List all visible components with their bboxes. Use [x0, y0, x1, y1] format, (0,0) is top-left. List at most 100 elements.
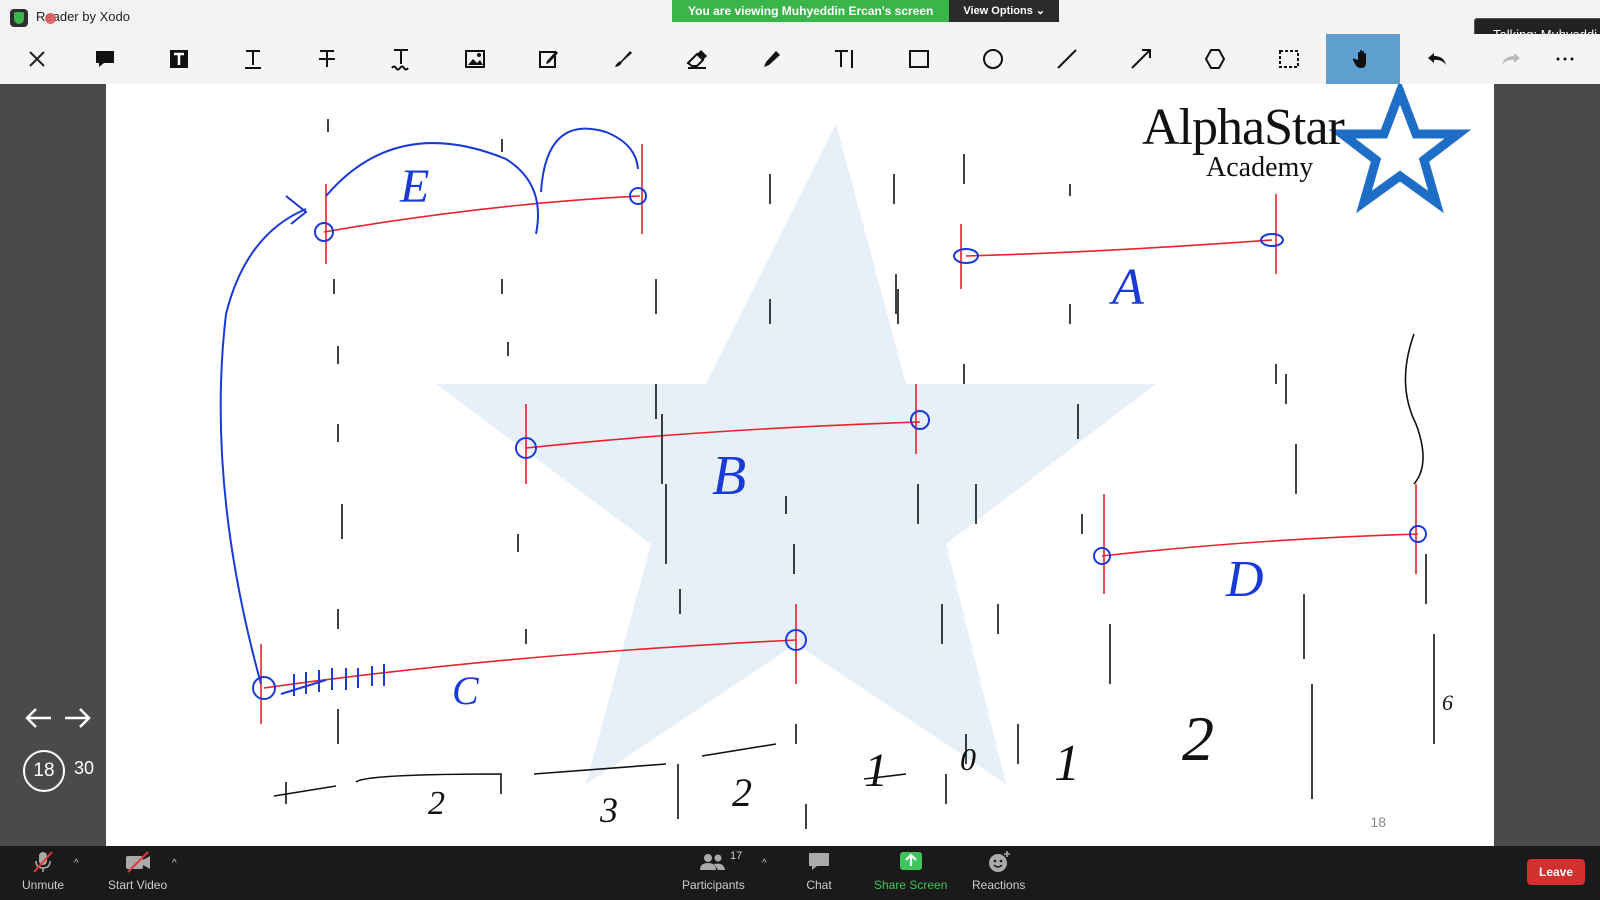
endpoint [314, 222, 334, 242]
number-label: 6 [1442, 690, 1453, 715]
audio-options-caret-icon[interactable]: ^ [74, 858, 79, 869]
start-video-button[interactable]: Start Video [108, 850, 167, 892]
share-screen-label: Share Screen [874, 878, 948, 892]
share-screen-button[interactable]: Share Screen [874, 850, 947, 892]
text-underline-icon [245, 50, 261, 69]
redo-button[interactable] [1474, 34, 1548, 84]
whiteboard-drawing: E A B D C 2 3 2 1 0 1 2 6 [219, 84, 1472, 830]
close-tool-button[interactable] [0, 34, 74, 84]
pen-icon [615, 51, 632, 67]
number-label: 1 [1054, 735, 1080, 792]
endpoint [515, 437, 537, 459]
label-e: E [399, 160, 429, 213]
endpoint [1409, 525, 1427, 543]
unmute-label: Unmute [22, 878, 65, 892]
text-squiggly-tool-button[interactable] [364, 34, 438, 84]
logo-wordmark: AlphaStar [1142, 99, 1345, 156]
more-button[interactable] [1528, 34, 1600, 84]
view-options-label: View Options [963, 5, 1033, 17]
polygon-tool-button[interactable] [1178, 34, 1252, 84]
undo-button[interactable] [1400, 34, 1474, 84]
window-title: Reader by Xodo [36, 9, 130, 24]
participants-icon [700, 854, 726, 870]
signature-icon [539, 51, 558, 68]
label-b: B [712, 445, 746, 507]
number-label: 0 [960, 741, 976, 777]
label-d: D [1225, 551, 1264, 608]
ellipse-icon [983, 49, 1003, 69]
image-icon [465, 50, 485, 68]
selection-tool-button[interactable] [1252, 34, 1326, 84]
start-video-label: Start Video [108, 878, 168, 892]
rectangle-tool-button[interactable] [882, 34, 956, 84]
hand-icon [1352, 50, 1366, 68]
unmute-button[interactable]: Unmute [22, 850, 64, 892]
chat-icon [809, 853, 829, 870]
next-page-button[interactable] [60, 700, 96, 736]
number-label: 2 [1182, 703, 1214, 774]
line-icon [1057, 49, 1077, 69]
share-banner: You are viewing Muhyeddin Ercan's screen… [672, 0, 1060, 22]
logo-star-icon [1328, 84, 1472, 214]
comment-icon [96, 51, 114, 67]
previous-page-button[interactable] [20, 700, 56, 736]
participants-count: 17 [730, 850, 743, 862]
number-label: 1 [864, 744, 888, 797]
endpoint [785, 629, 807, 651]
muted-microphone-icon [33, 851, 53, 873]
polygon-icon [1204, 49, 1226, 69]
label-c: C [452, 668, 480, 713]
annotation-toolbar [0, 34, 1600, 85]
free-text-tool-button[interactable] [808, 34, 882, 84]
selection-icon [1279, 50, 1299, 68]
video-off-icon [125, 851, 150, 873]
recording-dot-icon [45, 13, 56, 24]
text-squiggly-icon [391, 49, 409, 71]
text-strikethrough-tool-button[interactable] [290, 34, 364, 84]
arrow-tool-button[interactable] [1104, 34, 1178, 84]
leave-button[interactable]: Leave [1527, 859, 1585, 885]
red-line-a [965, 239, 1273, 257]
watermark-star [436, 124, 1156, 784]
image-tool-button[interactable] [438, 34, 512, 84]
participants-button[interactable]: Participants [682, 850, 745, 892]
app-shield-icon [10, 9, 28, 27]
document-page[interactable]: E A B D C 2 3 2 1 0 1 2 6 AlphaStar Acad… [106, 84, 1494, 846]
reactions-button[interactable]: Reactions [972, 850, 1025, 892]
text-bold-icon [170, 50, 188, 68]
share-banner-message: You are viewing Muhyeddin Ercan's screen [672, 0, 950, 22]
redo-icon [1502, 53, 1520, 65]
signature-tool-button[interactable] [512, 34, 586, 84]
chat-label: Chat [806, 878, 832, 892]
view-options-button[interactable]: View Options ⌄ [949, 0, 1060, 22]
arrow-left-icon [25, 708, 51, 728]
current-page-indicator[interactable]: 18 [23, 750, 65, 792]
endpoint [252, 676, 276, 700]
chat-button[interactable]: Chat [806, 850, 832, 892]
number-label: 3 [599, 790, 618, 830]
alphastar-logo: AlphaStar Academy [1142, 90, 1492, 190]
red-line-b [525, 421, 921, 449]
endpoint [910, 410, 930, 430]
comment-tool-button[interactable] [68, 34, 142, 84]
line-tool-button[interactable] [1030, 34, 1104, 84]
ellipse-tool-button[interactable] [956, 34, 1030, 84]
number-label: 2 [428, 785, 445, 822]
arc-jump [325, 142, 539, 235]
highlighter-tool-button[interactable] [734, 34, 808, 84]
more-icon [1556, 57, 1574, 61]
text-underline-tool-button[interactable] [216, 34, 290, 84]
share-screen-icon [899, 852, 922, 870]
pen-tool-button[interactable] [586, 34, 660, 84]
hand-tool-button[interactable] [1326, 34, 1400, 84]
text-bold-tool-button[interactable] [142, 34, 216, 84]
red-line-d [1101, 533, 1419, 557]
eraser-icon [686, 50, 707, 69]
window-titlebar: Reader by Xodo You are viewing Muhyeddin… [0, 0, 1600, 50]
close-icon [29, 51, 45, 67]
eraser-tool-button[interactable] [660, 34, 734, 84]
reactions-smiley-icon [988, 851, 1010, 872]
participants-caret-icon[interactable]: ^ [762, 858, 767, 869]
video-options-caret-icon[interactable]: ^ [172, 858, 177, 869]
page-number: 18 [1370, 814, 1386, 830]
